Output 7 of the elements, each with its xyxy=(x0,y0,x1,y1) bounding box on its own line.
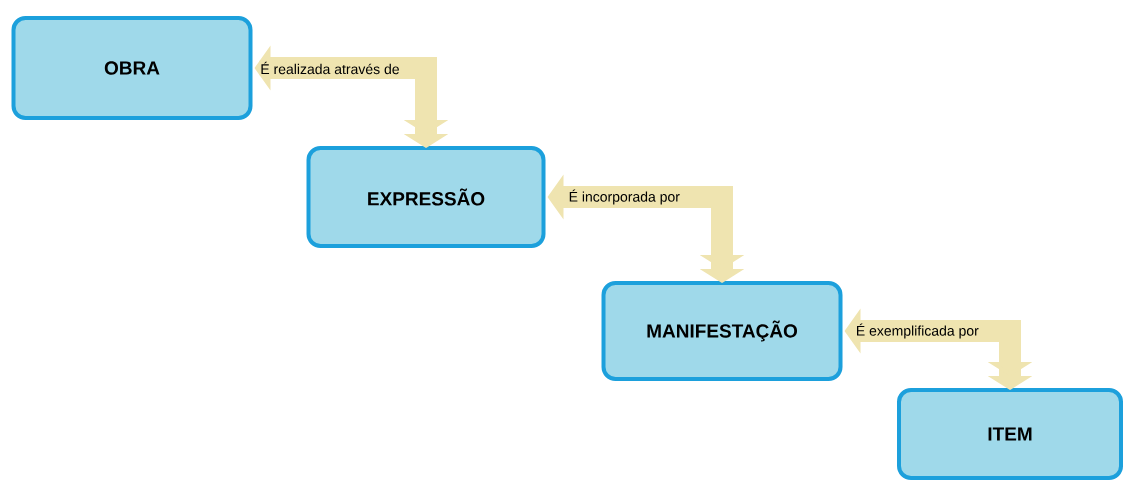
edge-label: É realizada através de xyxy=(261,61,399,75)
process-box: MANIFESTAÇÃO xyxy=(601,281,843,381)
process-box: EXPRESSÃO xyxy=(306,146,546,248)
process-box: ITEM xyxy=(897,388,1123,480)
process-box: OBRA xyxy=(11,16,253,120)
edge-label: É incorporada por xyxy=(569,189,680,205)
edge-label: É exemplificada por xyxy=(857,323,979,339)
